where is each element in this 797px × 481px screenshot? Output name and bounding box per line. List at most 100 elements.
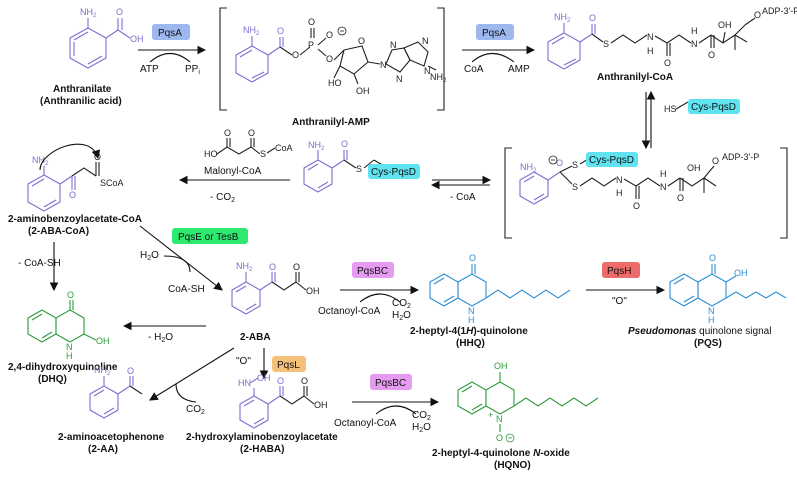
svg-text:O: O	[269, 262, 276, 272]
svg-text:S: S	[603, 39, 609, 49]
arrow-aba-to-aa	[149, 347, 235, 401]
svg-text:N: N	[647, 32, 654, 42]
svg-text:S: S	[356, 164, 362, 174]
anthranilate-oh: OH	[130, 34, 144, 44]
arrow-abacoa-to-aba	[139, 225, 223, 291]
svg-text:ADP-3'-P: ADP-3'-P	[762, 6, 797, 16]
aba-nh2: NH2	[236, 261, 253, 273]
hhq-sublabel: (HHQ)	[456, 338, 485, 349]
svg-text:O: O	[224, 128, 231, 138]
haba-structure: HN OH O O OH	[238, 373, 328, 429]
svg-text:O: O	[589, 13, 596, 23]
h2o-label-1: H2O	[392, 310, 411, 322]
svg-text:O: O	[496, 433, 503, 443]
anthranilyl-pqsd-structure: NH2 O S Cys-PqsD	[303, 139, 420, 193]
svg-text:PqsBC: PqsBC	[357, 266, 388, 277]
pqsbc-pill-1: PqsBC	[352, 262, 394, 278]
svg-text:OH: OH	[257, 373, 271, 383]
octanoyl-coa-label-2: Octanoyl-CoA	[334, 418, 397, 429]
hqno-structure: OH N + O	[457, 361, 599, 443]
svg-text:N: N	[380, 60, 387, 70]
minus-h2o-label: - H2O	[148, 332, 173, 344]
pqs-structure: O OH N H	[669, 253, 787, 325]
svg-text:ADP-3'-P: ADP-3'-P	[722, 152, 759, 162]
svg-text:H: H	[660, 169, 667, 179]
svg-text:O: O	[293, 262, 300, 272]
svg-text:O: O	[248, 128, 255, 138]
anthranilyl-amp-structure: NH2 O O P O O O O HO OH N N N N N NH2	[235, 17, 447, 96]
h2o-curve	[163, 255, 191, 273]
svg-text:O: O	[633, 201, 640, 211]
svg-text:PqsA: PqsA	[482, 28, 506, 39]
svg-text:PqsA: PqsA	[158, 28, 182, 39]
aba-coa-structure: NH2 O O SCoA	[27, 143, 124, 212]
haba-label: 2-hydroxylaminobenzoylacetate	[186, 432, 338, 443]
svg-text:O: O	[677, 193, 684, 203]
svg-text:OH: OH	[494, 361, 508, 371]
pqsa-pill-1: PqsA	[152, 24, 190, 40]
anthranilyl-coa-structure: NH2 O S N H O N H O OH O ADP-3'-P	[547, 6, 797, 70]
svg-text:PqsL: PqsL	[277, 360, 300, 371]
svg-text:S: S	[572, 160, 578, 170]
anthranilate-label: Anthranilate	[53, 84, 112, 95]
svg-text:HS: HS	[664, 104, 677, 114]
svg-text:N: N	[660, 182, 667, 192]
amp-nh2: NH2	[243, 25, 260, 37]
svg-text:O: O	[664, 58, 671, 68]
co2-aa-curve	[175, 383, 197, 403]
svg-text:Cys-PqsD: Cys-PqsD	[691, 102, 736, 113]
svg-text:OH: OH	[718, 20, 732, 30]
svg-text:+: +	[488, 410, 493, 420]
svg-text:S: S	[260, 149, 266, 159]
svg-text:S: S	[572, 182, 578, 192]
haba-sublabel: (2-HABA)	[240, 444, 284, 455]
minus-co2-label: - CO2	[210, 192, 235, 204]
anthranilate-nh2: NH2	[80, 7, 97, 19]
svg-text:N: N	[422, 36, 429, 46]
svg-text:P: P	[308, 40, 314, 50]
svg-text:O: O	[709, 253, 716, 263]
svg-text:N: N	[468, 306, 475, 316]
anthranilate-o: O	[116, 7, 123, 17]
svg-text:HO: HO	[204, 149, 218, 159]
aba-structure: NH2 O O OH	[231, 261, 320, 315]
svg-text:O: O	[301, 376, 308, 386]
acoa-nh2: NH2	[554, 12, 571, 24]
anthranilyl-amp-label: Anthranilyl-AMP	[292, 117, 370, 128]
svg-text:OH: OH	[734, 268, 748, 278]
pqsa-pill-2: PqsA	[476, 24, 514, 40]
hhq-label: 2-heptyl-4(1H)-quinolone	[410, 326, 528, 337]
ppi-label: PPi	[185, 64, 200, 76]
anthranilate-sublabel: (Anthranilic acid)	[40, 96, 122, 107]
svg-text:N: N	[616, 175, 623, 185]
pqse-tesb-pill: PqsE or TesB	[172, 228, 248, 244]
svg-text:PqsBC: PqsBC	[375, 378, 406, 389]
svg-text:H: H	[468, 315, 475, 325]
octanoyl-curve-2	[375, 405, 417, 415]
svg-text:H: H	[647, 46, 654, 56]
svg-text:N: N	[424, 66, 431, 76]
svg-text:N: N	[496, 414, 503, 424]
svg-text:N: N	[396, 74, 403, 84]
octanoyl-curve-1	[359, 293, 401, 303]
svg-text:O: O	[556, 158, 563, 168]
hhq-structure: O N H	[429, 253, 571, 325]
intermediate-bracket	[504, 147, 788, 239]
hqno-label: 2-heptyl-4-quinolone N-oxide	[432, 448, 570, 459]
svg-text:N: N	[708, 306, 715, 316]
int-nh2: NH2	[520, 162, 537, 174]
coa-sh-label: CoA-SH	[168, 284, 205, 295]
amp-adenine-nh2: NH2	[430, 72, 447, 84]
svg-text:O: O	[67, 290, 74, 300]
svg-text:HN: HN	[238, 378, 251, 388]
svg-text:OH: OH	[687, 163, 701, 173]
aa-sublabel: (2-AA)	[88, 444, 118, 455]
co2-aa-label: CO2	[186, 404, 205, 416]
svg-text:H: H	[691, 26, 698, 36]
svg-text:OH: OH	[306, 286, 320, 296]
svg-text:O: O	[341, 139, 348, 149]
co2-label-2: CO2	[412, 410, 431, 422]
dhq-structure: O OH N H	[27, 290, 110, 361]
o-quote-label-1: "O"	[612, 296, 627, 307]
octanoyl-coa-label-1: Octanoyl-CoA	[318, 306, 381, 317]
